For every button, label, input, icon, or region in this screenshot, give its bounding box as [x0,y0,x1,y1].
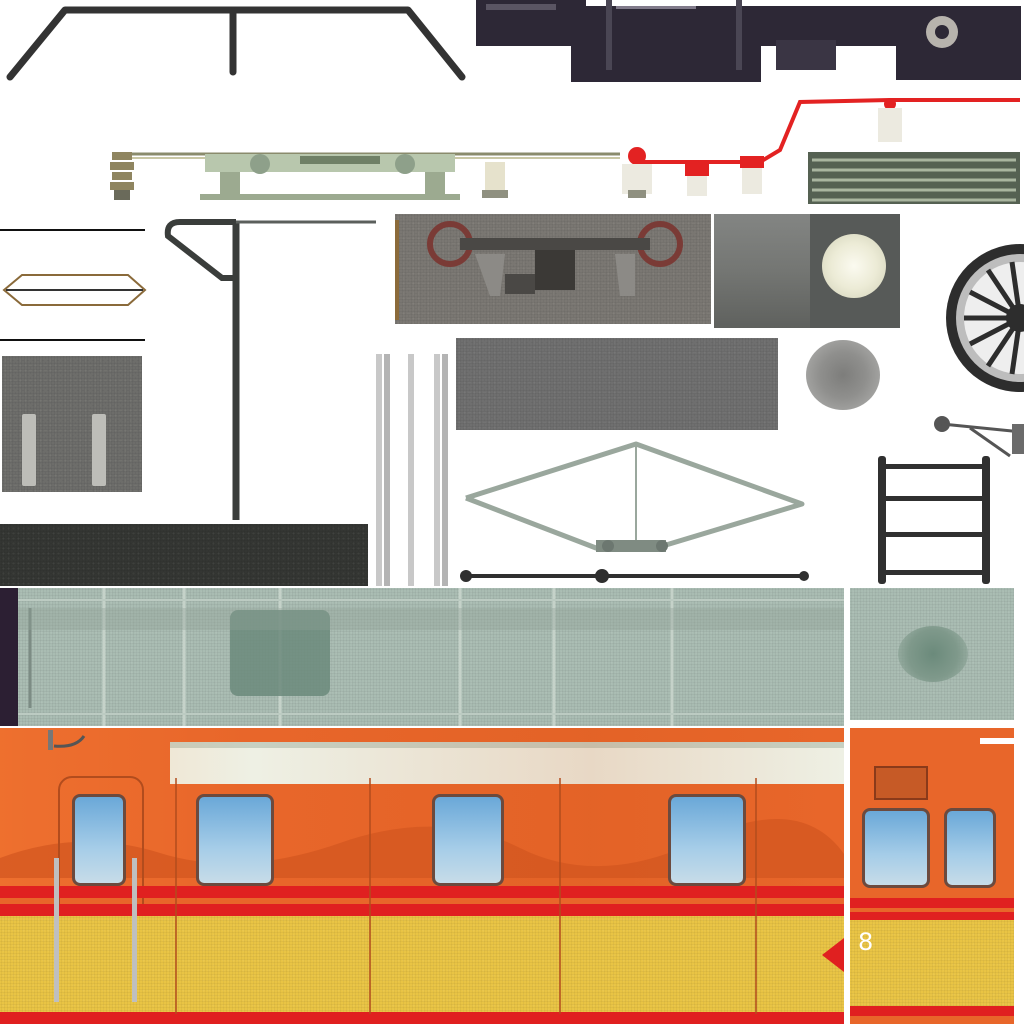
car-connector-sprite [48,730,86,750]
bottom-red-edge [0,1012,844,1024]
car-end-top-trim [980,738,1014,744]
car-side-roof-band [170,742,844,784]
pantograph-diamond-sprite [460,441,809,583]
roof-end-texture [850,588,1014,720]
car-end-yellow-panel [850,920,1014,1006]
arm-bracket-sprite [934,416,1024,458]
roof-side-left-edge [0,588,18,726]
antenna-sprite [0,229,147,341]
handrail-right [132,858,137,1002]
car-end-bottom-red [850,1006,1014,1016]
car-end-texture [850,728,1014,1024]
side-window-3 [668,794,746,886]
ladder-sprite [878,456,990,584]
side-window-2 [432,794,504,886]
car-end-red-stripe-1 [850,898,1014,908]
car-end-window-right [944,808,996,888]
dark-asphalt-texture [0,524,368,586]
pantograph-frame-sprite [6,6,466,81]
disc-sprite [806,340,880,410]
side-window-1 [196,794,274,886]
wheel-sprite [946,244,1024,392]
hinge-right [92,414,106,486]
car-end-window-left [862,808,930,888]
handrail-left [54,858,59,1002]
car-end-red-stripe-2 [850,912,1014,920]
headlight-lens [822,234,886,298]
car-side-texture [0,728,844,1024]
coupler-texture [395,214,711,324]
door-window [72,794,126,886]
roof-panel-texture [18,588,844,726]
bogie-chassis-sprite [476,0,1021,82]
hinge-plate-texture [2,356,142,492]
hinge-left [22,414,36,486]
yellow-lower-panel [0,916,844,1012]
headlight-texture [810,214,900,328]
car-end-headlamp-box [874,766,928,800]
roof-equipment-sprite [110,98,1020,204]
hook-post-sprite [164,219,376,520]
red-stripe-lower [0,904,844,916]
car-number-label: 8 [858,928,874,956]
red-stripe-upper [0,886,844,898]
grey-pavement-texture [456,338,778,430]
grey-gradient-texture [714,214,810,328]
rod-bundle-sprite [376,354,448,586]
roof-end-vent [898,626,968,682]
